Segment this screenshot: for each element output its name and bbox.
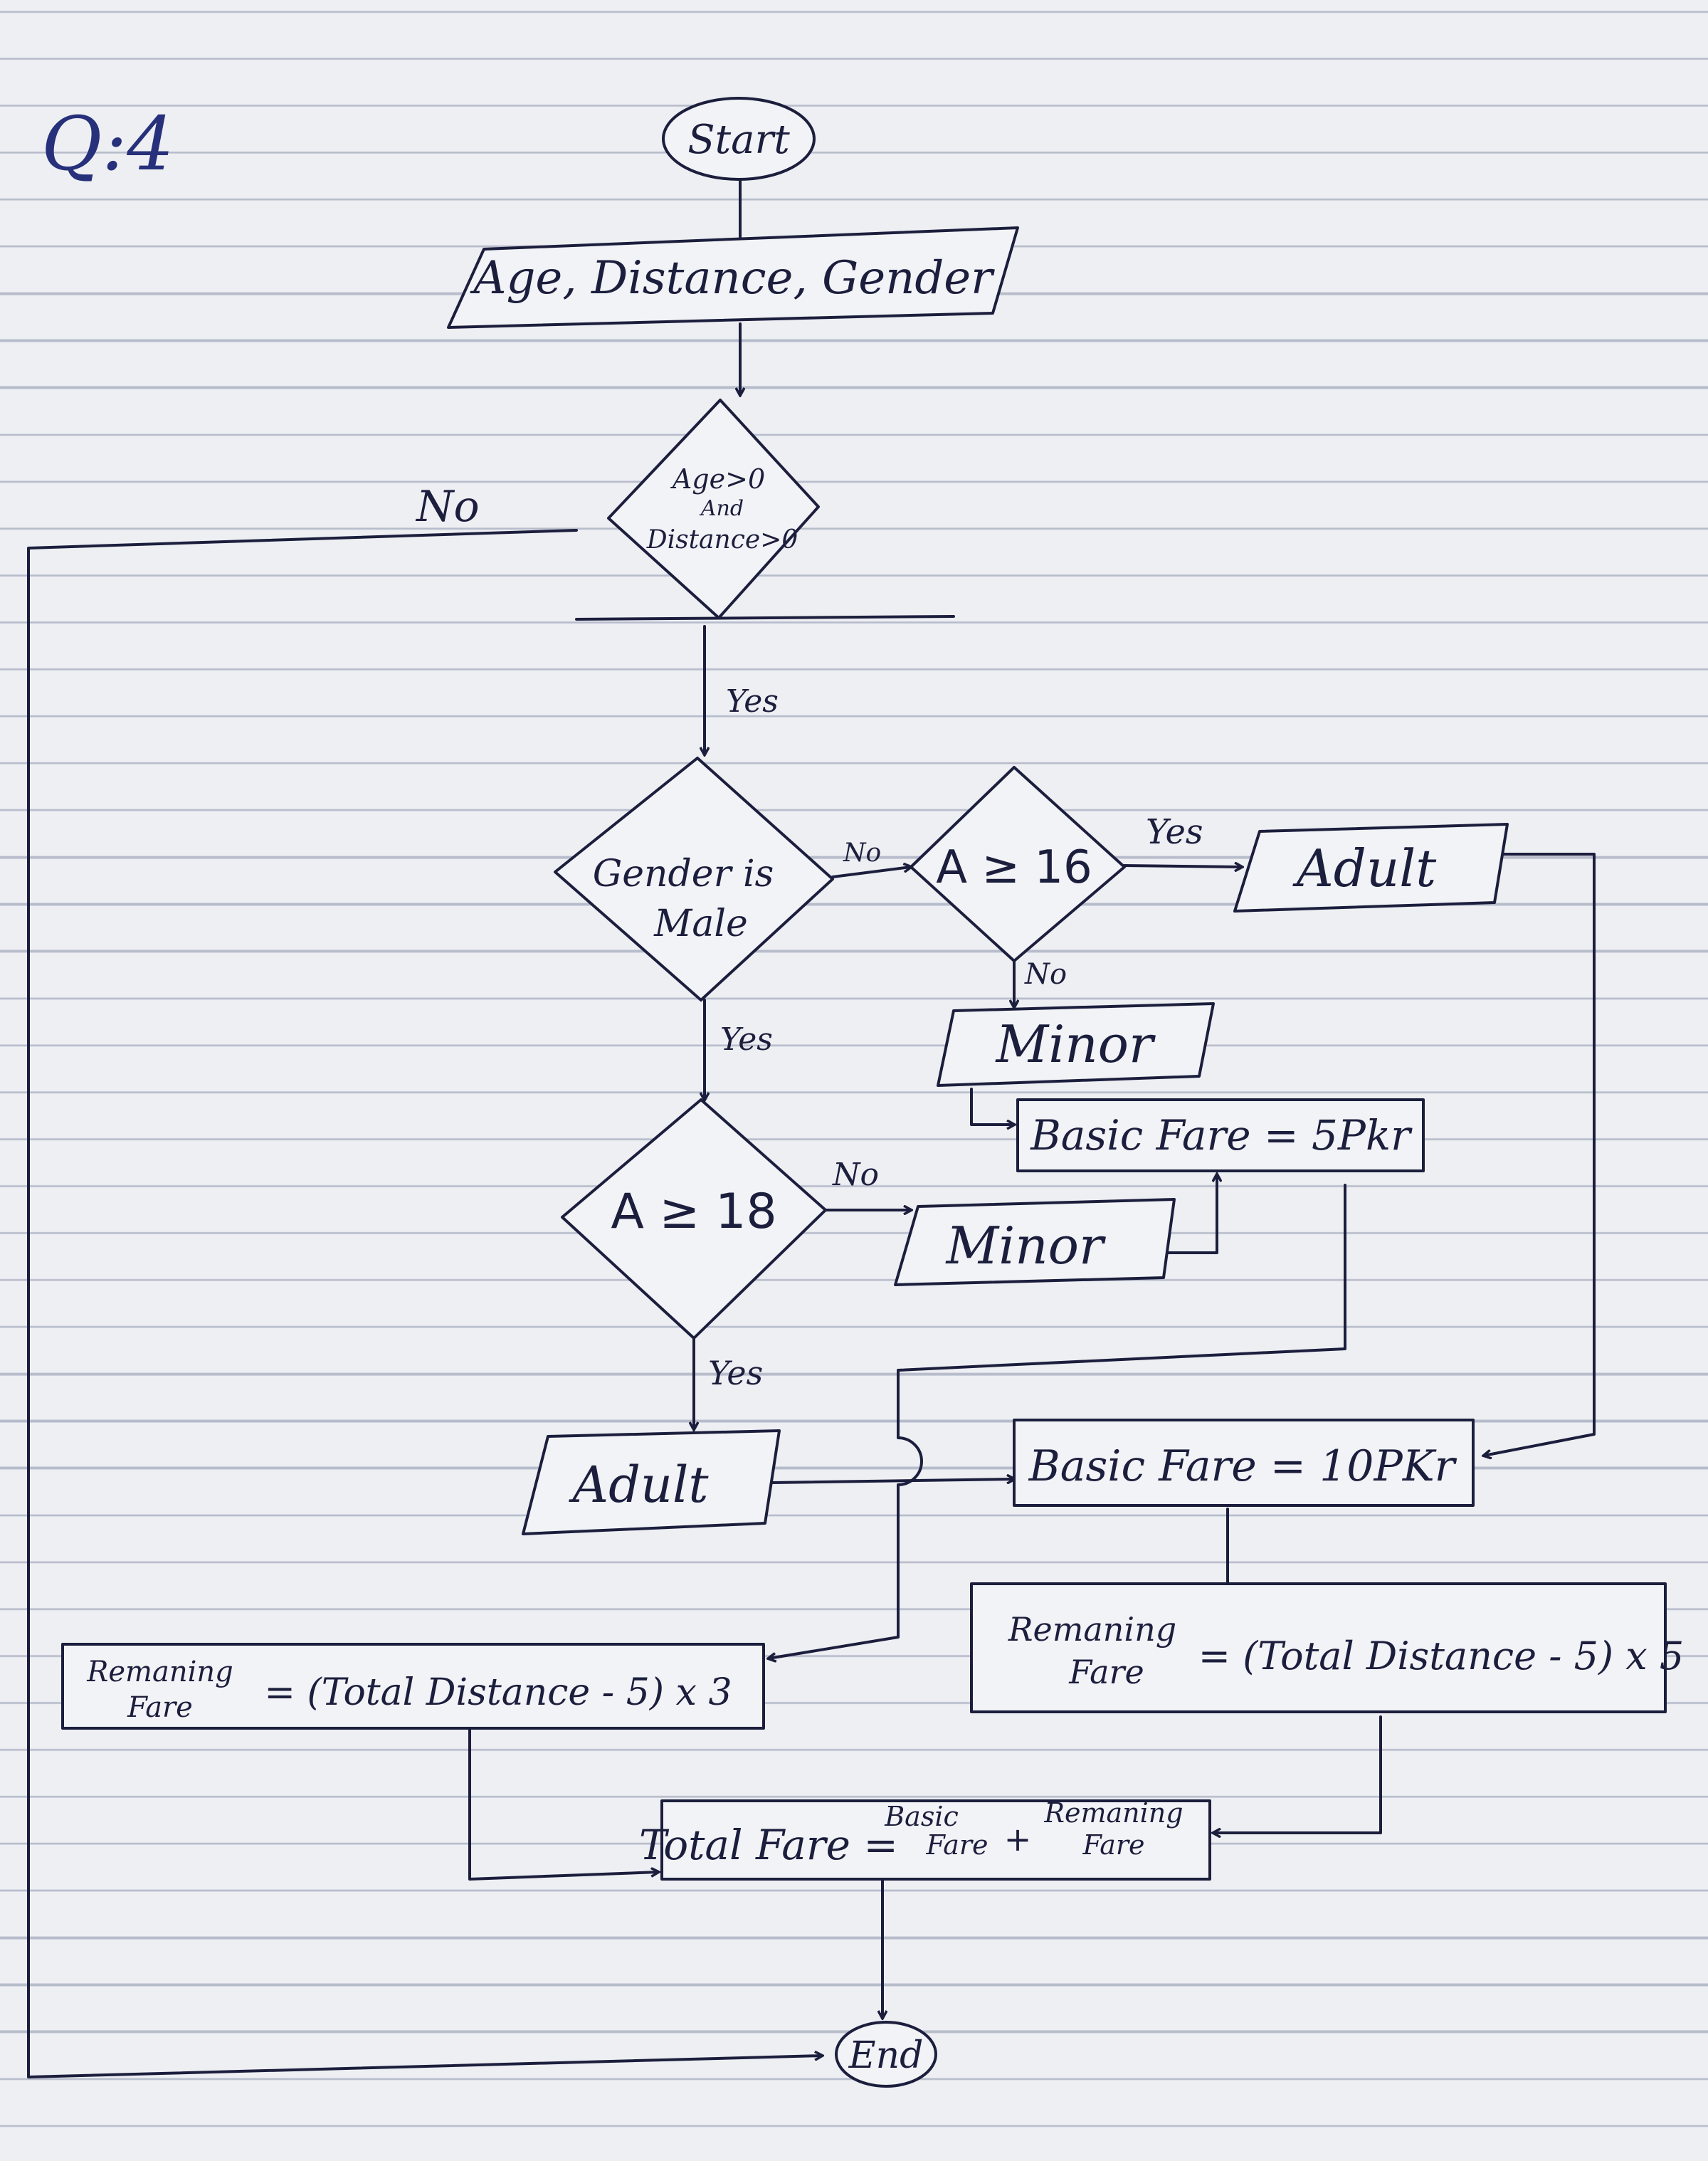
total-basic1: Basic xyxy=(884,1801,959,1832)
edge-labels: No Yes No Yes No Yes No Yes xyxy=(415,482,1203,1392)
edge-yes-16: Yes xyxy=(1146,812,1203,852)
adult-male-box xyxy=(522,1429,781,1535)
gender-line1: Gender is xyxy=(593,853,774,895)
adult-female-label: Adult xyxy=(1292,838,1437,898)
validity-line2: And xyxy=(699,496,744,521)
question-heading: Q:4 xyxy=(41,100,174,187)
input-label: Age, Distance, Gender xyxy=(470,252,995,305)
node-labels: Start Age, Distance, Gender Age>0 And Di… xyxy=(86,117,1684,2077)
total-rem2: Fare xyxy=(1082,1829,1144,1861)
minor-male-label: Minor xyxy=(945,1216,1106,1276)
age16-decision xyxy=(910,766,1126,962)
total-plus: + xyxy=(1004,1820,1032,1858)
remaining-fare-right-box xyxy=(970,1582,1667,1713)
gender-line2: Male xyxy=(653,903,748,945)
total-left: Total Fare = xyxy=(639,1821,898,1869)
total-rem1: Remaning xyxy=(1043,1797,1183,1829)
edge-yes-1: Yes xyxy=(726,683,779,720)
total-basic2: Fare xyxy=(925,1829,988,1861)
minor-female-box xyxy=(937,1002,1215,1087)
basic-fare-5-box xyxy=(1016,1098,1425,1172)
end-terminal xyxy=(835,2021,937,2088)
rem-left-label1: Remaning xyxy=(86,1656,233,1688)
age18-decision xyxy=(561,1098,827,1340)
edge-yes-gender: Yes xyxy=(720,1021,773,1058)
age18-label: A ≥ 18 xyxy=(611,1184,776,1240)
basic-fare-10-box xyxy=(1013,1419,1475,1507)
adult-male-label: Adult xyxy=(569,1456,710,1514)
validity-decision xyxy=(607,399,820,619)
start-terminal xyxy=(662,97,816,181)
rem-left-label2: Fare xyxy=(127,1691,193,1724)
edge-yes-18: Yes xyxy=(708,1354,763,1392)
input-box xyxy=(447,226,1019,329)
adult-female-box xyxy=(1233,823,1509,913)
basic-fare-5-label: Basic Fare = 5Pkr xyxy=(1030,1111,1413,1160)
rem-right-label1: Remaning xyxy=(1008,1610,1176,1649)
minor-female-label: Minor xyxy=(995,1014,1156,1074)
rem-left-formula: = (Total Distance - 5) x 3 xyxy=(264,1671,732,1714)
rem-right-formula: = (Total Distance - 5) x 5 xyxy=(1198,1634,1684,1678)
remaining-fare-left-box xyxy=(61,1643,765,1730)
validity-line3: Distance>0 xyxy=(646,525,798,554)
basic-fare-10-label: Basic Fare = 10PKr xyxy=(1028,1441,1457,1491)
end-label: End xyxy=(848,2034,924,2077)
edge-no-16: No xyxy=(1024,958,1067,991)
edge-no-gender: No xyxy=(843,838,881,868)
gender-decision xyxy=(554,757,834,1001)
minor-male-box xyxy=(894,1198,1176,1286)
age16-label: A ≥ 16 xyxy=(936,841,1092,894)
validity-line1: Age>0 xyxy=(670,463,765,495)
start-label: Start xyxy=(687,117,790,163)
total-fare-box xyxy=(660,1799,1211,1881)
edge-no-18: No xyxy=(832,1157,879,1193)
edge-no-main: No xyxy=(415,482,480,532)
shapes xyxy=(61,97,1667,2088)
rem-right-label2: Fare xyxy=(1068,1653,1144,1691)
